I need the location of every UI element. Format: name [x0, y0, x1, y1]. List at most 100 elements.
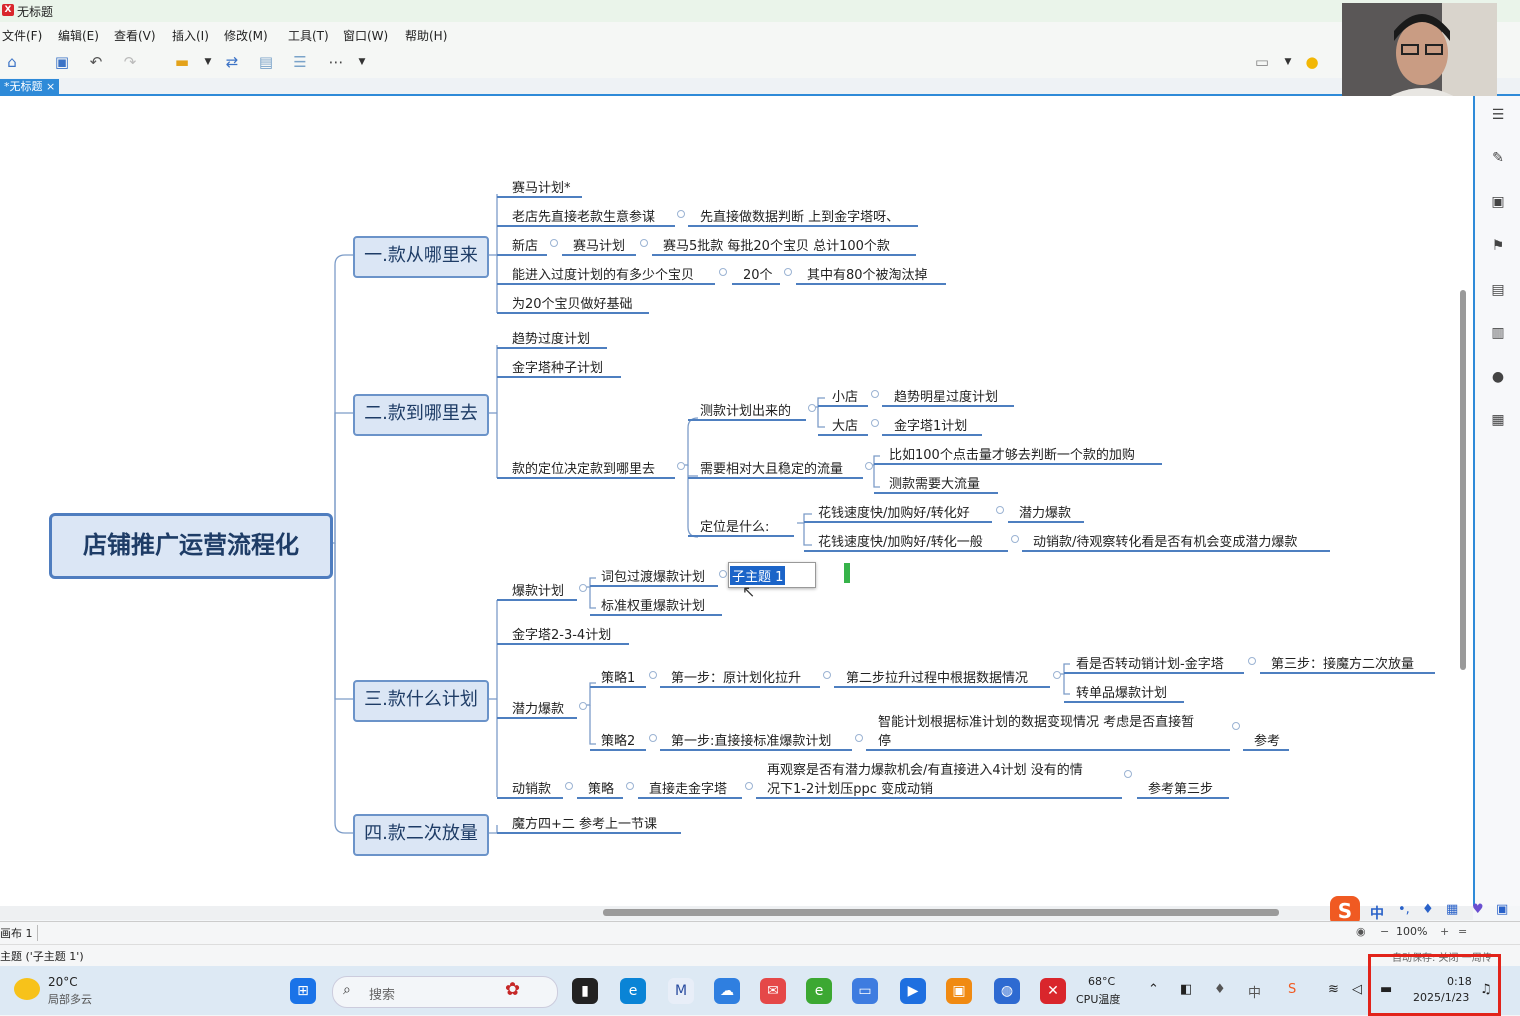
menu-window[interactable]: 窗口(W) [343, 29, 389, 43]
task-view-icon[interactable]: ▮ [572, 978, 598, 1004]
subtopic[interactable]: 大店 [832, 419, 859, 434]
flag-icon[interactable]: ⚑ [1491, 238, 1505, 254]
subtopic[interactable]: 赛马5批款 每批20个宝贝 总计100个款 [663, 239, 890, 254]
subtopic[interactable]: 词包过渡爆款计划 [601, 570, 706, 585]
clock-date[interactable]: 2025/1/23 [1413, 991, 1470, 1004]
subtopic[interactable]: 况下1-2计划压ppc 变成动销 [767, 782, 934, 797]
clock-time[interactable]: 0:18 [1447, 975, 1472, 988]
subtopic[interactable]: 趋势过度计划 [512, 332, 591, 347]
branch-topic-4[interactable]: 四.款二次放量 [353, 814, 489, 856]
more-dropdown-icon[interactable]: ▼ [358, 57, 366, 67]
menu-view[interactable]: 查看(V) [114, 29, 156, 43]
home-icon[interactable]: ⌂ [7, 53, 17, 71]
subtopic[interactable]: 赛马计划* [512, 181, 571, 196]
subtopic[interactable]: 金字塔1计划 [894, 419, 968, 434]
subtopic[interactable]: 先直接做数据判断 上到金字塔呀、 [700, 210, 900, 225]
search-box[interactable]: ⌕ 搜索 ✿ [332, 976, 558, 1008]
document-tab[interactable]: *无标题 × [0, 79, 60, 94]
player-icon[interactable]: ▶ [900, 978, 926, 1004]
weather-icon[interactable] [14, 978, 40, 1000]
subtopic[interactable]: 需要相对大且稳定的流量 [700, 462, 844, 477]
sogou-tray-icon[interactable]: S [1288, 982, 1297, 997]
clipboard-icon[interactable]: ▦ [1491, 412, 1505, 428]
outline-icon[interactable]: ☰ [1491, 107, 1505, 123]
punctuation-icon[interactable]: •, [1398, 902, 1410, 917]
subtopic[interactable]: 参考 [1254, 734, 1281, 749]
screen-icon[interactable]: ▭ [852, 978, 878, 1004]
skin-icon[interactable]: ♥ [1472, 902, 1484, 917]
tray-app-icon[interactable]: ◧ [1180, 982, 1193, 997]
mindmap-canvas[interactable] [0, 96, 1473, 906]
subtopic[interactable]: 停 [878, 734, 892, 749]
relationship-icon[interactable]: ⇄ [225, 53, 239, 71]
start-icon[interactable]: ⊞ [290, 978, 316, 1004]
menu-edit[interactable]: 编辑(E) [58, 29, 99, 43]
subtopic[interactable]: 第一步:直接接标准爆款计划 [671, 734, 832, 749]
microphone-icon[interactable]: ♦ [1422, 902, 1434, 917]
subtopic[interactable]: 潜力爆款 [1019, 506, 1072, 521]
mindmap-app-icon[interactable]: M [668, 978, 694, 1004]
subtopic[interactable]: 潜力爆款 [512, 702, 565, 717]
dropdown-arrow-icon[interactable]: ▼ [204, 57, 212, 67]
subtopic[interactable]: 赛马计划 [573, 239, 626, 254]
fit-icon[interactable]: = [1458, 925, 1468, 938]
weather-temp[interactable]: 20°C [48, 975, 78, 989]
volume-icon[interactable]: ◁ [1352, 982, 1362, 997]
present-icon[interactable]: ▭ [1254, 53, 1270, 71]
subtopic[interactable]: 动销款 [512, 782, 552, 797]
subtopic[interactable]: 金字塔2-3-4计划 [512, 628, 612, 643]
more-icon[interactable]: ⋯ [328, 53, 344, 71]
comment-icon[interactable]: ● [1491, 369, 1505, 385]
subtopic[interactable]: 看是否转动销计划-金字塔 [1076, 657, 1224, 672]
image-icon[interactable]: ▣ [1491, 194, 1505, 210]
sheet-tab[interactable]: 画布 1 [0, 925, 38, 941]
battery-icon[interactable]: ▬ [1380, 982, 1393, 997]
lightbulb-icon[interactable]: ● [1305, 53, 1319, 71]
subtopic[interactable]: 款的定位决定款到哪里去 [512, 462, 656, 477]
weather-desc[interactable]: 局部多云 [48, 993, 92, 1006]
subtopic[interactable]: 智能计划根据标准计划的数据变现情况 考虑是否直接暂 [878, 715, 1195, 730]
chevron-up-icon[interactable]: ⌃ [1148, 982, 1159, 997]
subtopic[interactable]: 动销款/待观察转化看是否有机会变成潜力爆款 [1033, 535, 1298, 550]
subtopic[interactable]: 花钱速度快/加购好/转化一般 [818, 535, 983, 550]
ie-icon[interactable]: e [806, 978, 832, 1004]
edge-icon[interactable]: e [620, 978, 646, 1004]
subtopic[interactable]: 能进入过度计划的有多少个宝贝 [512, 268, 695, 283]
subtopic[interactable]: 策略1 [601, 671, 636, 686]
subtopic[interactable]: 策略2 [601, 734, 636, 749]
root-topic[interactable]: 店铺推广运营流程化 [49, 513, 333, 579]
undo-icon[interactable]: ↶ [89, 53, 103, 71]
document-icon[interactable]: ▥ [1491, 325, 1505, 341]
ime-tray-icon[interactable]: 中 [1248, 986, 1262, 1001]
subtopic[interactable]: 再观察是否有潜力爆款机会/有直接进入4计划 没有的情 [767, 763, 1083, 778]
zoom-in-icon[interactable]: + [1440, 925, 1450, 938]
menu-help[interactable]: 帮助(H) [405, 29, 448, 43]
subtopic[interactable]: 魔方四+二 参考上一节课 [512, 817, 658, 832]
subtopic[interactable]: 小店 [832, 390, 859, 405]
card-icon[interactable]: ▤ [1491, 282, 1505, 298]
browser-icon[interactable]: ◍ [994, 978, 1020, 1004]
subtopic[interactable]: 比如100个点击量才够去判断一个款的加购 [889, 448, 1135, 463]
cloud-icon[interactable]: ☁ [714, 978, 740, 1004]
menu-file[interactable]: 文件(F) [2, 29, 43, 43]
subtopic[interactable]: 20个 [743, 268, 773, 283]
topic-icon[interactable]: ▬ [174, 53, 190, 71]
resize-handle[interactable] [844, 563, 850, 583]
branch-topic-3[interactable]: 三.款什么计划 [353, 680, 489, 722]
subtopic[interactable]: 定位是什么: [700, 520, 770, 535]
present-dropdown-icon[interactable]: ▼ [1284, 57, 1292, 67]
mail-icon[interactable]: ✉ [760, 978, 786, 1004]
subtopic[interactable]: 趋势明星过度计划 [894, 390, 999, 405]
notification-bell-icon[interactable]: ♫ [1480, 982, 1492, 997]
topic-edit-box[interactable]: 子主题 1 [728, 562, 816, 588]
format-brush-icon[interactable]: ✎ [1492, 150, 1504, 166]
subtopic[interactable]: 标准权重爆款计划 [601, 599, 706, 614]
keyboard-icon[interactable]: ▦ [1446, 902, 1459, 917]
branch-topic-2[interactable]: 二.款到哪里去 [353, 394, 489, 436]
menu-tools[interactable]: 工具(T) [288, 29, 329, 43]
summary-icon[interactable]: ☰ [293, 53, 307, 71]
ime-mode-label[interactable]: 中 [1370, 906, 1384, 922]
toolbox-icon[interactable]: ▣ [1496, 902, 1509, 917]
branch-topic-1[interactable]: 一.款从哪里来 [353, 236, 489, 278]
subtopic[interactable]: 新店 [512, 239, 539, 254]
